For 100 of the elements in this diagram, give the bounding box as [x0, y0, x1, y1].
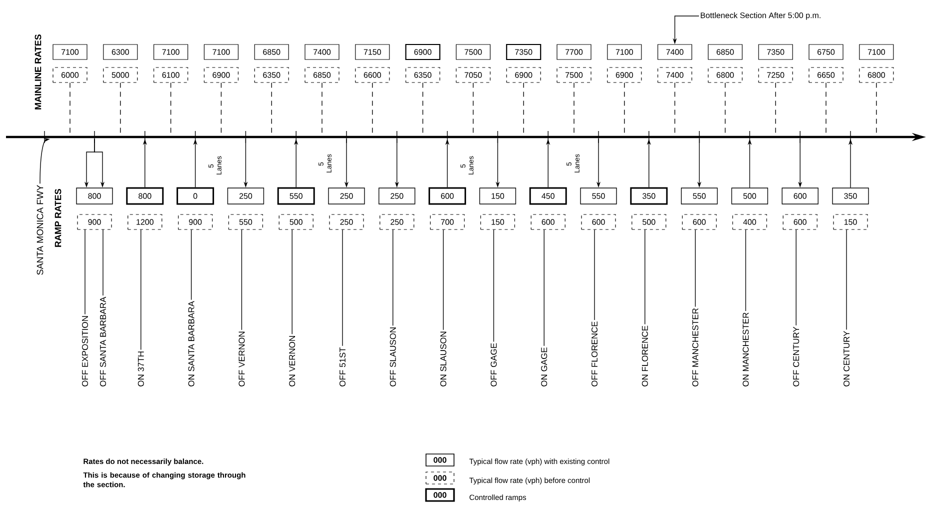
ramp-name: ON GAGE [541, 348, 548, 386]
callout-text: Bottleneck Section After 5:00 p.m. [700, 12, 820, 20]
leader-line [190, 229, 192, 300]
rate-box: 550 [680, 188, 718, 204]
dashed-rate-box: 900 [77, 214, 112, 230]
dashed-line [523, 82, 524, 136]
dashed-rate-box: 400 [732, 214, 767, 230]
leader-line [241, 229, 242, 330]
dashed-line [674, 82, 676, 136]
dashed-rate-box: 1200 [128, 214, 162, 230]
rate-box: 550 [277, 187, 315, 205]
rate-box: 7400 [658, 44, 692, 60]
dashed-rate-box: 600 [682, 214, 717, 230]
legend-sample: 000 [426, 454, 454, 466]
leader-line [493, 229, 494, 342]
dashed-rate-box: 7250 [758, 67, 793, 83]
dashed-rate-box: 6100 [154, 67, 188, 83]
dashed-rate-box: 900 [178, 214, 213, 230]
rate-box: 0 [176, 187, 214, 205]
dashed-rate-box: 150 [833, 214, 868, 230]
dashed-rate-box: 6900 [204, 67, 238, 83]
dashed-rate-box: 6650 [808, 67, 844, 83]
dashed-line [624, 82, 625, 136]
rate-box: 6900 [405, 44, 440, 60]
rate-box: 800 [76, 188, 113, 204]
ramp-name: ON MANCHESTER [742, 312, 749, 386]
ramp-name: ON SLAUSON [440, 332, 446, 386]
ramp-name: OFF SLAUSON [390, 328, 396, 386]
dashed-rate-box: 7400 [658, 67, 692, 83]
dashed-rate-box: 600 [530, 214, 566, 230]
dashed-line [120, 82, 121, 136]
dashed-rate-box: 600 [581, 214, 616, 230]
leader-line [846, 229, 847, 330]
leader-line [84, 229, 86, 315]
dashed-rate-box: 550 [228, 214, 263, 230]
rate-box: 7100 [154, 44, 188, 60]
dashed-rate-box: 5000 [103, 67, 138, 83]
rate-box: 6750 [808, 44, 844, 60]
dashed-rate-box: 6000 [52, 67, 88, 83]
ramp-name: OFF MANCHESTER [692, 308, 698, 386]
rate-box: 800 [126, 187, 164, 205]
rate-box: 600 [428, 187, 466, 205]
dashed-rate-box: 7500 [556, 67, 592, 83]
rate-box: 6300 [103, 44, 138, 60]
rate-box: 450 [529, 187, 567, 205]
dashed-rate-box: 6800 [859, 67, 894, 83]
dashed-rate-box: 6350 [254, 67, 289, 83]
dashed-rate-box: 250 [380, 214, 414, 230]
legend-sample: 000 [425, 488, 455, 502]
rate-box: 6850 [254, 44, 289, 60]
dashed-line [271, 82, 272, 136]
rate-box: 7100 [52, 44, 88, 60]
rate-box: 7700 [556, 44, 592, 60]
rate-box: 250 [378, 188, 416, 204]
legend-sample: 000 [426, 472, 454, 484]
rate-box: 6850 [708, 44, 742, 60]
ramp-name: ON FLORENCE [642, 326, 648, 386]
leader-line [140, 229, 142, 350]
dashed-rate-box: 7050 [456, 67, 490, 83]
freeway-label: SANTA MONICA FWY [36, 185, 44, 275]
rate-box: 550 [580, 188, 617, 204]
dashed-rate-box: 6900 [607, 67, 642, 83]
leader-line [694, 229, 696, 308]
rate-box: 600 [782, 188, 818, 204]
leader-line [442, 229, 444, 330]
ramp-name: ON SANTA BARBARA [188, 301, 194, 386]
rate-box: 7350 [506, 44, 542, 60]
dashed-line [775, 82, 776, 136]
ramp-name: OFF VERNON [238, 332, 245, 386]
dashed-rate-box: 150 [480, 214, 515, 230]
dashed-line [170, 82, 172, 136]
leader-line [102, 229, 104, 296]
ramp-name: OFF SANTA BARBARA [100, 296, 106, 386]
leader-line [644, 229, 646, 325]
rate-box: 7400 [304, 44, 340, 60]
ramp-name: OFF GAGE [490, 343, 497, 386]
dashed-rate-box: 6600 [355, 67, 390, 83]
dashed-line [724, 82, 726, 136]
ramp-name: OFF 51ST [340, 347, 346, 386]
dashed-rate-box: 700 [430, 214, 465, 230]
axis-title: MAINLINE RATES [34, 34, 42, 110]
rate-box: 500 [731, 188, 768, 204]
leader-line [392, 229, 394, 326]
dashed-line [372, 82, 373, 136]
dashed-rate-box: 500 [278, 214, 314, 230]
rate-box: 250 [328, 188, 365, 204]
ramp-name: OFF EXPOSITION [82, 316, 88, 386]
rate-box: 7100 [607, 44, 642, 60]
rate-box: 150 [479, 188, 516, 204]
leader-line [745, 229, 746, 312]
dashed-rate-box: 6900 [506, 67, 541, 83]
ramp-name: ON VERNON [289, 336, 296, 386]
rate-box: 7150 [355, 44, 390, 60]
ramp-name: OFF FLORENCE [592, 322, 598, 386]
rate-box: 7500 [456, 44, 490, 60]
dashed-rate-box: 6800 [708, 67, 742, 83]
rate-box: 350 [832, 188, 869, 204]
dashed-rate-box: 250 [329, 214, 364, 230]
rate-box: 250 [227, 188, 264, 204]
dashed-rate-box: 6850 [304, 67, 340, 83]
